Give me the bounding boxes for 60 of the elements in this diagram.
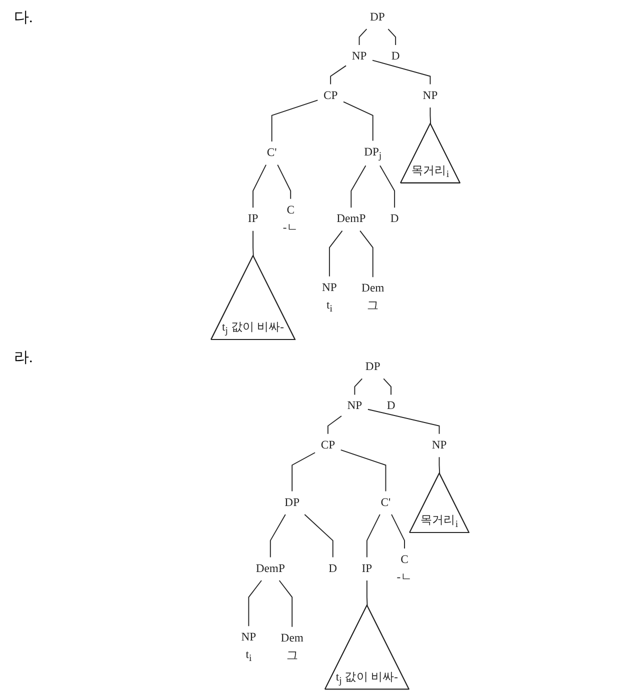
connector: [383, 378, 392, 396]
node-text: IP: [362, 562, 372, 575]
connector: [430, 107, 432, 124]
node-label: t$_{i}$: [246, 648, 252, 664]
connector: [360, 230, 374, 278]
node-label: 그: [286, 649, 298, 662]
node-text: DemP: [256, 562, 285, 575]
connector: [304, 514, 334, 558]
connector: [354, 378, 363, 396]
connector: [372, 60, 431, 85]
connector: [358, 28, 368, 46]
node-text: C: [286, 204, 294, 216]
connector: [380, 165, 396, 208]
connector: [350, 165, 366, 208]
node-text: NP: [422, 89, 438, 102]
node-text: D: [328, 562, 338, 575]
connector: [270, 514, 286, 558]
connector: [438, 456, 440, 474]
connector: [252, 164, 266, 208]
connector: [366, 514, 380, 558]
connector: [366, 580, 368, 606]
connector: [327, 416, 342, 434]
node-text: DP: [284, 496, 300, 509]
connector: [278, 580, 293, 628]
connector: [277, 164, 292, 200]
node-text: DP$_{j}$: [364, 146, 382, 161]
connector: [388, 28, 396, 46]
node-text: C': [380, 496, 391, 509]
connector: [248, 580, 262, 627]
connector: [330, 65, 346, 85]
connector: [271, 100, 318, 142]
node-text: DemP: [336, 212, 366, 226]
node-label: -ㄴ: [282, 221, 298, 234]
node-text: IP: [248, 212, 258, 226]
node-text: D: [390, 212, 399, 226]
node-text: NP: [432, 439, 447, 452]
connector: [367, 408, 440, 434]
node-text: D: [391, 50, 400, 62]
node-text: NP: [241, 631, 256, 644]
node-text: CP: [320, 439, 336, 452]
connector: [340, 449, 386, 492]
node-text: C: [400, 554, 408, 566]
node-text: Dem: [362, 282, 384, 295]
node-text: D: [386, 400, 396, 412]
connector: [328, 230, 343, 277]
connector: [252, 230, 254, 256]
node-label: -ㄴ: [396, 571, 412, 584]
node-label: t$_{i}$: [326, 298, 332, 314]
node-label: 그: [367, 300, 379, 312]
node-text: Dem: [280, 632, 304, 644]
node-text: NP: [352, 50, 367, 62]
connector: [391, 514, 405, 550]
node-text: DP: [370, 10, 385, 24]
node-text: CP: [323, 89, 338, 102]
node-text: NP: [347, 400, 362, 412]
example-number: 라.: [14, 349, 33, 367]
node-text: C': [266, 146, 277, 159]
node-text: NP: [322, 281, 337, 294]
node-text: DP: [365, 360, 380, 373]
example-number: 다.: [14, 9, 33, 27]
